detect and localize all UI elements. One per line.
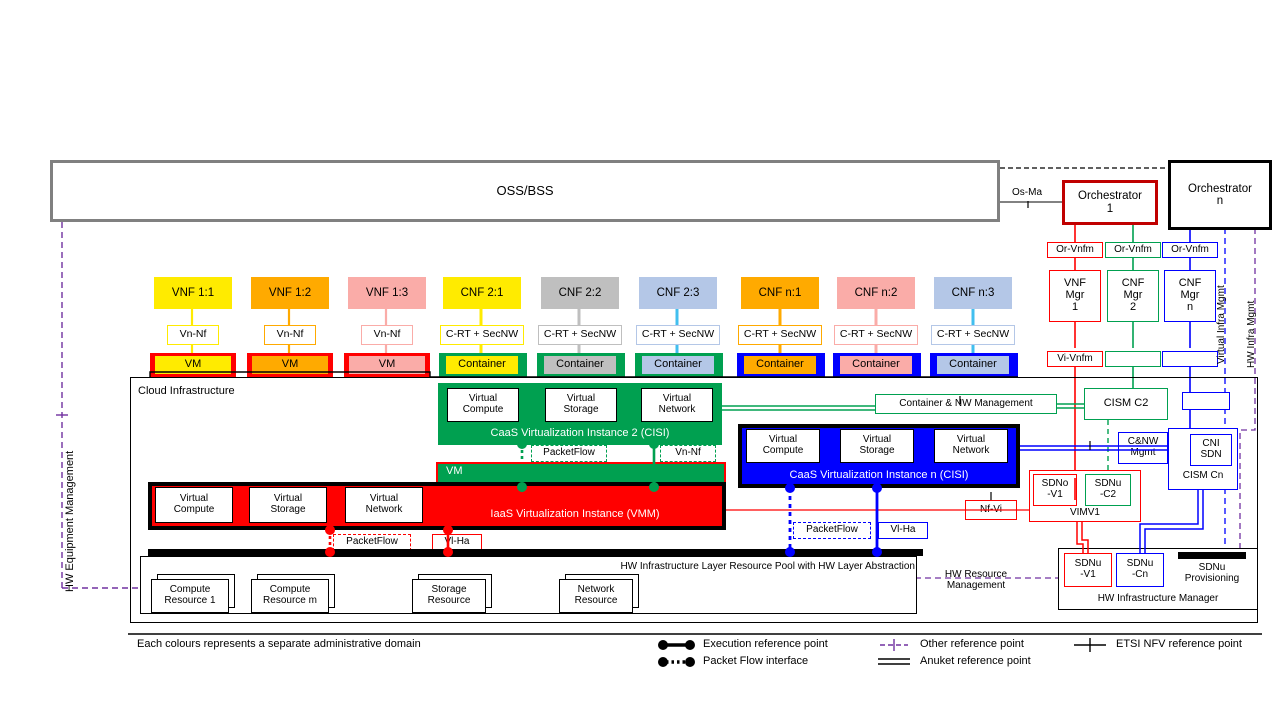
runtime-cnf-n-1[interactable]: Container <box>744 356 816 374</box>
sdnu-v1-box[interactable]: SDNu-V1 <box>1064 553 1112 587</box>
ref-or-vnfm-red: Or-Vnfm <box>1047 242 1103 258</box>
hw-pool-title: HW Infrastructure Layer Resource Pool wi… <box>620 561 915 572</box>
vmm-box[interactable] <box>148 482 726 530</box>
legend-etsi-nfv-reference-point: ETSI NFV reference point <box>1116 638 1242 650</box>
ref-packetflow-green: PacketFlow <box>531 445 607 462</box>
iface-cnf-2-3: C-RT + SecNW <box>636 325 720 345</box>
cloud-infrastructure-label: Cloud Infrastructure <box>138 385 235 397</box>
cism-c2-box[interactable]: CISM C2 <box>1084 388 1168 420</box>
runtime-cnf-n-2[interactable]: Container <box>840 356 912 374</box>
runtime-vnf-1-2[interactable]: VM <box>252 356 328 374</box>
footnote-admin-domain: Each colours represents a separate admin… <box>137 638 421 650</box>
oss-bss-box[interactable]: OSS/BSS <box>50 160 1000 222</box>
iface-vnf-1-2: Vn-Nf <box>264 325 316 345</box>
runtime-cnf-2-1[interactable]: Container <box>446 356 518 374</box>
container-nw-management-box[interactable]: Container & NW Management <box>875 394 1057 414</box>
workload-vnf-1-2[interactable]: VNF 1:2 <box>251 277 329 309</box>
cisi-2-vm-label: VM <box>446 465 463 477</box>
runtime-vnf-1-3[interactable]: VM <box>349 356 425 374</box>
oss-bss-label: OSS/BSS <box>496 182 554 198</box>
iface-cnf-2-1: C-RT + SecNW <box>440 325 524 345</box>
vnf-mgr-1-box[interactable]: VNF Mgr 1 <box>1049 270 1101 322</box>
workload-cnf-n-3[interactable]: CNF n:3 <box>934 277 1012 309</box>
cism-cn-label: CISM Cn <box>1182 469 1224 481</box>
runtime-cnf-n-3[interactable]: Container <box>937 356 1009 374</box>
runtime-cnf-2-2[interactable]: Container <box>544 356 616 374</box>
workload-cnf-n-1[interactable]: CNF n:1 <box>741 277 819 309</box>
hw-infrastructure-manager-label: HW Infrastructure Manager <box>1097 592 1219 604</box>
hw-pool-top-bar <box>148 549 923 556</box>
orchestrator-n-box[interactable]: Orchestrator n <box>1168 160 1272 230</box>
cnf-mgr-2-box[interactable]: CNF Mgr 2 <box>1107 270 1159 322</box>
iface-vnf-1-1: Vn-Nf <box>167 325 219 345</box>
sdno-v1-box[interactable]: SDNo-V1 <box>1033 474 1077 506</box>
workload-vnf-1-1[interactable]: VNF 1:1 <box>154 277 232 309</box>
legend-other-reference-point: Other reference point <box>920 638 1024 650</box>
cisi-2-title: CaaS Virtualization Instance 2 (CISI) <box>490 427 670 440</box>
cnf-mgr-n-box[interactable]: CNF Mgr n <box>1164 270 1216 322</box>
sdnu-c2-box[interactable]: SDNu-C2 <box>1085 474 1131 506</box>
sdnu-provisioning-bar <box>1178 552 1246 559</box>
ref-blank-blue-2 <box>1182 392 1230 410</box>
ref-or-vnfm-blue: Or-Vnfm <box>1162 242 1218 258</box>
iface-cnf-2-2: C-RT + SecNW <box>538 325 622 345</box>
ref-os-ma: Os-Ma <box>1006 186 1048 201</box>
workload-cnf-2-3[interactable]: CNF 2:3 <box>639 277 717 309</box>
ref-packetflow-blue: PacketFlow <box>793 522 871 539</box>
iface-vnf-1-3: Vn-Nf <box>361 325 413 345</box>
orchestrator-1-box[interactable]: Orchestrator 1 <box>1062 180 1158 225</box>
ref-vn-nf-green: Vn-Nf <box>660 445 716 462</box>
legend-execution-reference-point: Execution reference point <box>703 638 828 650</box>
vimv1-label: VIMV1 <box>1069 507 1100 519</box>
iface-cnf-n-3: C-RT + SecNW <box>931 325 1015 345</box>
ref-vi-vnfm: Vi-Vnfm <box>1047 351 1103 367</box>
legend-anuket-reference-point: Anuket reference point <box>920 655 1031 667</box>
workload-cnf-2-1[interactable]: CNF 2:1 <box>443 277 521 309</box>
legend-packet-flow-interface: Packet Flow interface <box>703 655 809 667</box>
ref-vl-ha-blue: Vl-Ha <box>878 522 928 539</box>
runtime-cnf-2-3[interactable]: Container <box>642 356 714 374</box>
workload-vnf-1-3[interactable]: VNF 1:3 <box>348 277 426 309</box>
workload-cnf-n-2[interactable]: CNF n:2 <box>837 277 915 309</box>
iface-cnf-n-2: C-RT + SecNW <box>834 325 918 345</box>
workload-cnf-2-2[interactable]: CNF 2:2 <box>541 277 619 309</box>
iface-cnf-n-1: C-RT + SecNW <box>738 325 822 345</box>
ref-blank-green <box>1105 351 1161 367</box>
vmm-title: IaaS Virtualization Instance (VMM) <box>490 508 660 521</box>
sdnu-cn-box[interactable]: SDNu-Cn <box>1116 553 1164 587</box>
ref-blank-blue <box>1162 351 1218 367</box>
ref-or-vnfm-green: Or-Vnfm <box>1105 242 1161 258</box>
cisi-n-title: CaaS Virtualization Instance n (CISI) <box>789 469 969 482</box>
runtime-vnf-1-1[interactable]: VM <box>155 356 231 374</box>
